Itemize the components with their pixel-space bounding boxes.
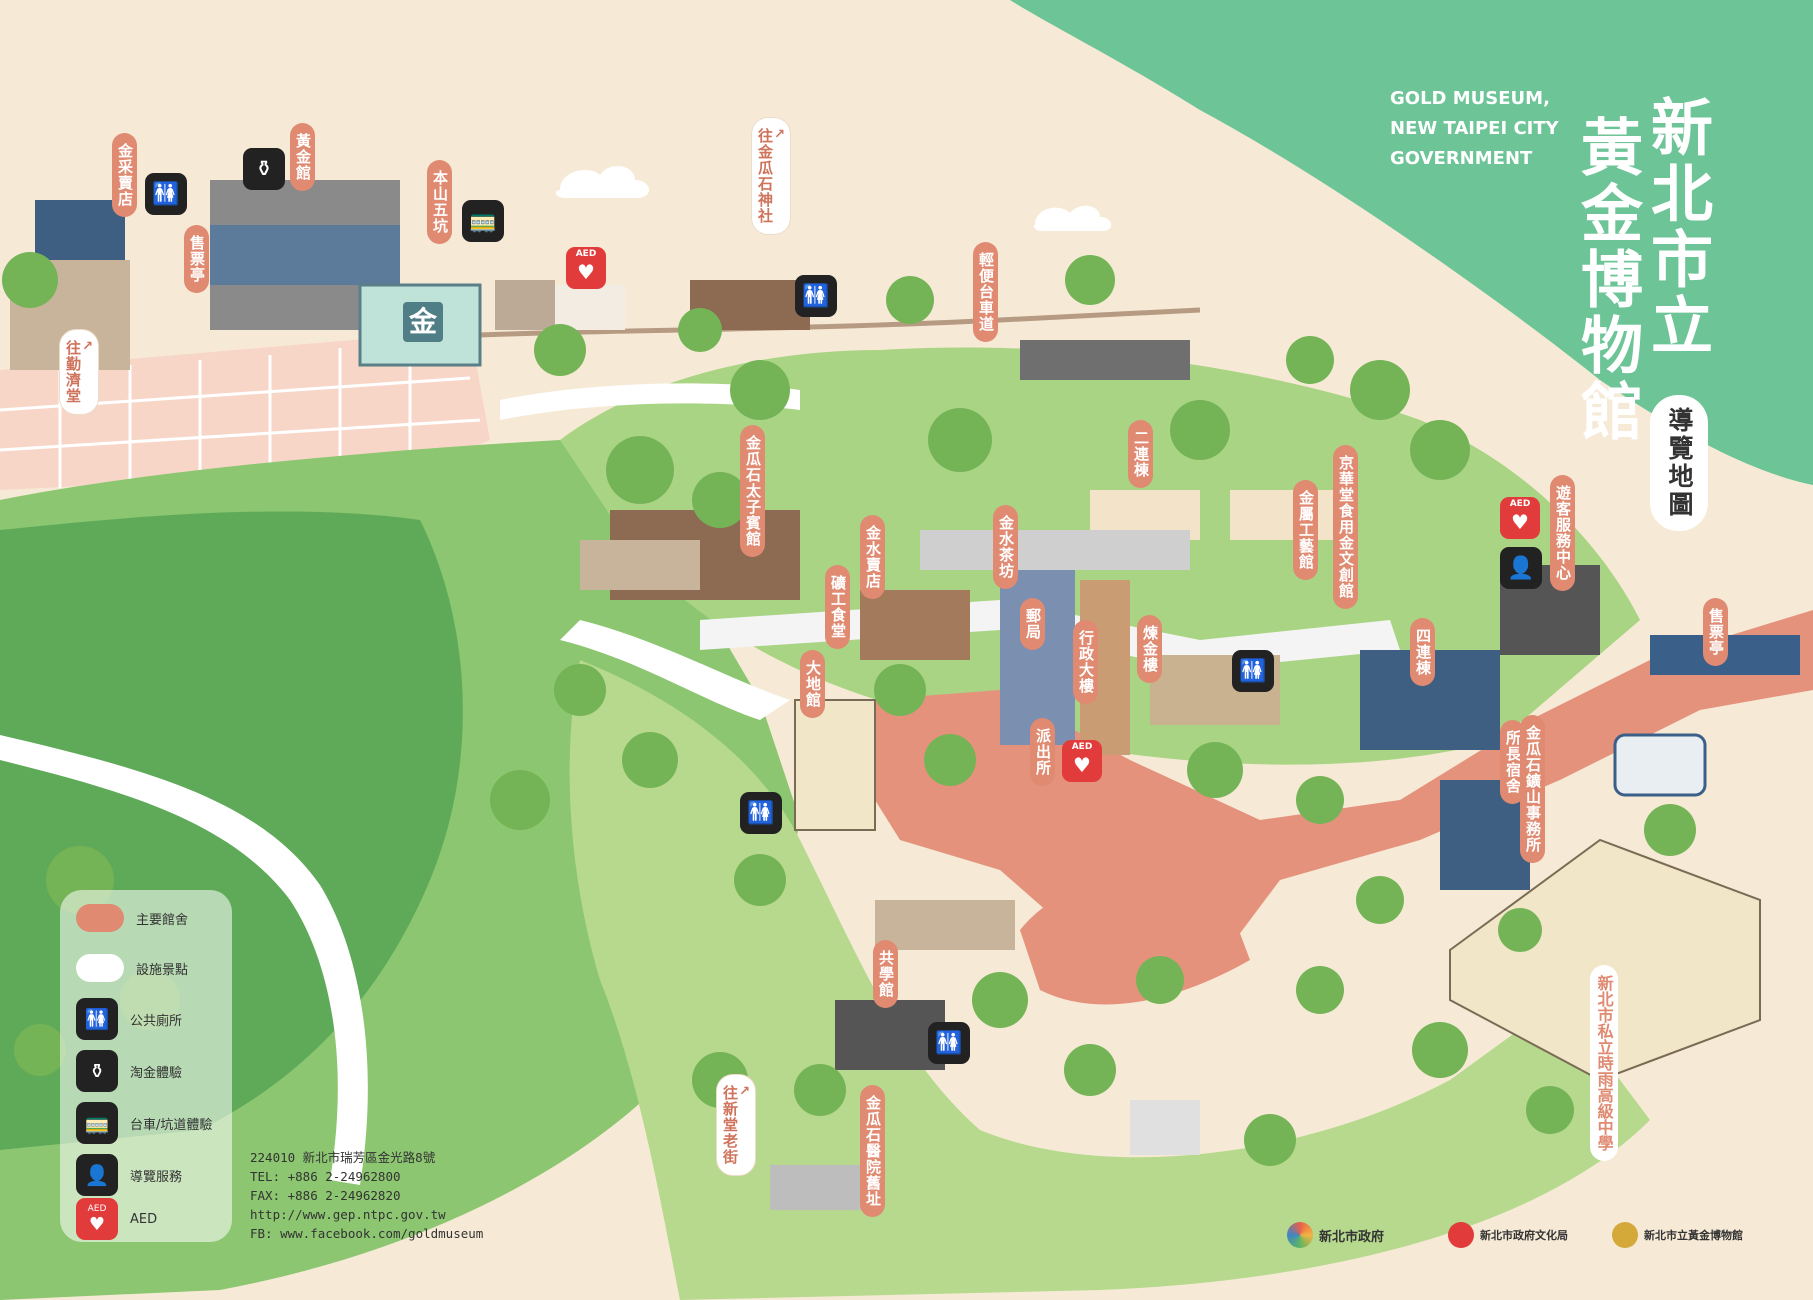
- label-ticket-booth-2[interactable]: 售票亭: [1703, 598, 1728, 666]
- label-refining-building[interactable]: 煉金樓: [1137, 615, 1162, 683]
- bus: [1613, 733, 1707, 797]
- title-en-line2: NEW TAIPEI CITY: [1390, 118, 1559, 139]
- gongxue-shape: [835, 1000, 945, 1070]
- dadi-hall-shape: [794, 699, 876, 831]
- trolley-icon: 🚃: [76, 1102, 118, 1144]
- arrow-icon: ↖: [771, 128, 786, 140]
- contact-fb[interactable]: FB: www.facebook.com/goldmuseum: [250, 1226, 484, 1241]
- restroom-icon[interactable]: 🚻: [145, 173, 187, 215]
- legend-restroom: 🚻公共廁所: [76, 998, 182, 1040]
- contact-web[interactable]: http://www.gep.ntpc.gov.tw: [250, 1207, 446, 1222]
- logo-culture: 新北市政府文化局: [1448, 1222, 1568, 1248]
- arrow-icon: ↖: [79, 340, 94, 352]
- direction-qinjitang[interactable]: ↖往勤濟堂: [60, 330, 98, 414]
- green-band: [1010, 0, 1813, 485]
- restroom-icon[interactable]: 🚻: [795, 275, 837, 317]
- label-old-hospital[interactable]: 金瓜石醫院舊址: [860, 1085, 885, 1217]
- label-visitor-center[interactable]: 遊客服務中心: [1550, 475, 1575, 591]
- label-jincai-store[interactable]: 金采賣店: [112, 133, 137, 217]
- label-police-station[interactable]: 派出所: [1030, 718, 1055, 786]
- subtitle-text: 導覽地圖: [1665, 407, 1694, 519]
- gold-panning-icon[interactable]: ⚱: [243, 148, 285, 190]
- legend: 主要館舍 設施景點 🚻公共廁所 ⚱淘金體驗 🚃台車/坑道體驗 👤導覽服務 AED…: [60, 890, 232, 1242]
- label-jinshui-store[interactable]: 金水賣店: [860, 515, 885, 599]
- restroom-icon[interactable]: 🚻: [1232, 650, 1274, 692]
- culture-logo-icon: [1448, 1222, 1474, 1248]
- label-admin-building[interactable]: 行政大樓: [1073, 620, 1098, 704]
- label-post-office[interactable]: 郵局: [1020, 598, 1045, 650]
- gold-sign-glyph: 金: [403, 302, 443, 342]
- restroom-icon: 🚻: [76, 998, 118, 1040]
- trolley-icon[interactable]: 🚃: [462, 200, 504, 242]
- legend-aed: AED♥AED: [76, 1198, 157, 1240]
- label-gold-building[interactable]: 黃金館: [290, 123, 315, 191]
- path-1: [560, 620, 790, 720]
- label-crown-prince-chalet[interactable]: 金瓜石太子賓館: [740, 425, 765, 557]
- legend-guide: 👤導覽服務: [76, 1154, 182, 1196]
- cloud-2: [1033, 205, 1112, 231]
- legend-facility: 設施景點: [76, 954, 188, 982]
- label-benshan-tunnel[interactable]: 本山五坑: [427, 160, 452, 244]
- logo-museum: 新北市立黃金博物館: [1612, 1222, 1743, 1248]
- aed-icon[interactable]: AED♥: [566, 247, 606, 289]
- legend-main-hall: 主要館舍: [76, 904, 188, 932]
- label-jinghua-hall[interactable]: 京華堂食用金文創館: [1333, 445, 1358, 609]
- label-gongxue-hall[interactable]: 共學館: [873, 940, 898, 1008]
- guide-icon[interactable]: 👤: [1500, 547, 1542, 589]
- gold-panning-icon: ⚱: [76, 1050, 118, 1092]
- label-dadi-hall[interactable]: 大地館: [800, 650, 825, 718]
- arrow-icon: ↖: [736, 1085, 751, 1097]
- label-jinshui-teahouse[interactable]: 金水茶坊: [993, 505, 1018, 589]
- label-miners-canteen[interactable]: 礦工食堂: [825, 565, 850, 649]
- guide-icon: 👤: [76, 1154, 118, 1196]
- contact-address: 224010 新北市瑞芳區金光路8號: [250, 1150, 436, 1165]
- label-light-rail[interactable]: 輕便台車道: [973, 242, 998, 342]
- trees: [2, 252, 1696, 1166]
- label-mining-office[interactable]: 金瓜石鑛山事務所: [1520, 715, 1545, 863]
- ntpc-logo-icon: [1287, 1222, 1313, 1248]
- road-curve: [0, 735, 368, 1185]
- restroom-icon[interactable]: 🚻: [740, 792, 782, 834]
- direction-old-street[interactable]: ↖往新堂老街: [717, 1075, 755, 1175]
- contact-tel: TEL: +886 2-24962800: [250, 1169, 401, 1184]
- direction-shrine[interactable]: ↖往金瓜石神社: [752, 118, 790, 234]
- label-second-row[interactable]: 二連棟: [1128, 420, 1153, 488]
- label-shiyu-school[interactable]: 新北市私立時雨高級中學: [1590, 965, 1618, 1161]
- contact-info: 224010 新北市瑞芳區金光路8號 TEL: +886 2-24962800 …: [250, 1148, 483, 1243]
- aed-icon: AED♥: [76, 1198, 118, 1240]
- title-en-line3: GOVERNMENT: [1390, 148, 1533, 169]
- school-shape: [1449, 838, 1761, 1082]
- aed-icon[interactable]: AED♥: [1500, 497, 1540, 539]
- title-col-1: 新北市立: [1640, 95, 1713, 359]
- legend-gold-panning: ⚱淘金體驗: [76, 1050, 182, 1092]
- title-col-2: 黃金博物館: [1570, 115, 1643, 445]
- plaza-road: [1020, 872, 1250, 1005]
- legend-trolley: 🚃台車/坑道體驗: [76, 1102, 212, 1144]
- museum-logo-icon: [1612, 1222, 1638, 1248]
- aed-icon[interactable]: AED♥: [1062, 740, 1102, 782]
- label-metal-crafts[interactable]: 金屬工藝館: [1293, 480, 1318, 580]
- subtitle-badge: 導覽地圖: [1650, 395, 1708, 531]
- lower-grass: [569, 660, 1651, 1300]
- label-fourth-row[interactable]: 四連棟: [1410, 618, 1435, 686]
- label-ticket-booth[interactable]: 售票亭: [184, 225, 209, 293]
- logo-ntpc: 新北市政府: [1287, 1222, 1384, 1248]
- contact-fax: FAX: +886 2-24962820: [250, 1188, 401, 1203]
- path-3: [500, 383, 800, 420]
- restroom-icon[interactable]: 🚻: [928, 1022, 970, 1064]
- title-en-line1: GOLD MUSEUM,: [1390, 88, 1550, 109]
- cloud: [555, 165, 650, 198]
